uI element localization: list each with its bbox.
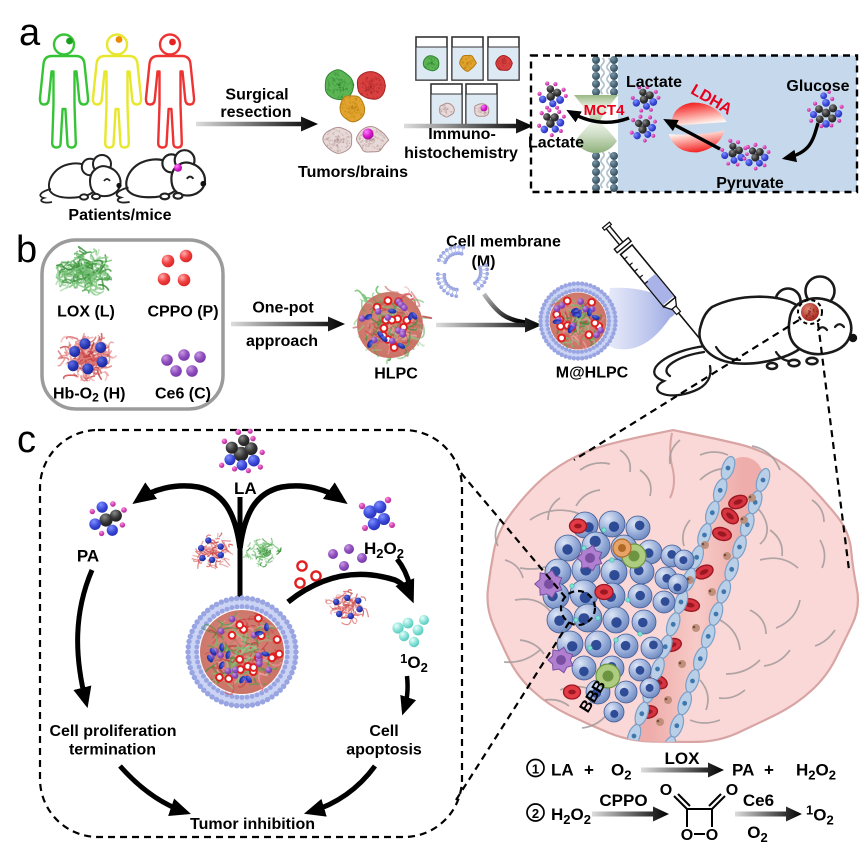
svg-text:a: a	[19, 12, 41, 54]
svg-text:LA: LA	[234, 479, 257, 498]
svg-text:Glucose: Glucose	[786, 78, 849, 95]
svg-text:Pyruvate: Pyruvate	[716, 175, 784, 192]
svg-text:Immuno-: Immuno-	[428, 126, 496, 143]
svg-text:histochemistry: histochemistry	[404, 145, 518, 162]
svg-text:CPPO (P): CPPO (P)	[147, 304, 218, 321]
svg-text:O: O	[706, 827, 718, 844]
svg-text:Cell proliferation: Cell proliferation	[49, 723, 176, 740]
svg-text:H2O2: H2O2	[364, 539, 404, 561]
svg-text:apoptosis: apoptosis	[346, 742, 422, 759]
svg-text:termination: termination	[69, 742, 156, 759]
svg-text:HLPC: HLPC	[374, 366, 418, 383]
svg-text:Tumors/brains: Tumors/brains	[298, 164, 408, 181]
svg-text:+: +	[764, 761, 774, 780]
svg-text:M@HLPC: M@HLPC	[556, 365, 629, 382]
svg-text:LOX (L): LOX (L)	[57, 304, 115, 321]
svg-text:H2O2: H2O2	[796, 761, 836, 783]
svg-text:O: O	[681, 827, 693, 844]
svg-text:O: O	[660, 782, 672, 799]
svg-text:Patients/mice: Patients/mice	[68, 207, 171, 224]
svg-text:Ce6 (C): Ce6 (C)	[155, 386, 211, 403]
svg-text:LA: LA	[551, 761, 574, 780]
svg-text:Cell membrane: Cell membrane	[446, 234, 561, 251]
svg-text:O: O	[726, 782, 738, 799]
svg-text:1: 1	[532, 762, 539, 777]
svg-text:resection: resection	[220, 104, 291, 121]
svg-text:2: 2	[532, 806, 539, 821]
svg-text:c: c	[17, 419, 36, 461]
svg-text:PA: PA	[732, 761, 754, 780]
svg-text:Lactate: Lactate	[528, 135, 584, 152]
svg-text:1O2: 1O2	[806, 803, 834, 828]
svg-text:+: +	[584, 761, 594, 780]
svg-text:MCT4: MCT4	[584, 102, 625, 119]
svg-text:b: b	[16, 229, 37, 271]
svg-text:Surgical: Surgical	[225, 87, 288, 104]
svg-text:Lactate: Lactate	[626, 74, 682, 91]
svg-text:approach: approach	[246, 333, 318, 350]
svg-text:Tumor inhibition: Tumor inhibition	[190, 816, 315, 833]
svg-text:Hb-O2 (H): Hb-O2 (H)	[53, 386, 125, 405]
svg-text:Cell: Cell	[369, 723, 398, 740]
svg-text:1O2: 1O2	[400, 651, 428, 675]
svg-text:(M): (M)	[472, 254, 496, 271]
svg-text:Ce6: Ce6	[743, 791, 774, 810]
svg-text:One-pot: One-pot	[252, 300, 314, 317]
svg-text:PA: PA	[77, 547, 99, 566]
svg-text:CPPO: CPPO	[599, 791, 647, 810]
svg-text:LOX: LOX	[665, 749, 701, 768]
svg-text:H2O2: H2O2	[551, 805, 591, 827]
